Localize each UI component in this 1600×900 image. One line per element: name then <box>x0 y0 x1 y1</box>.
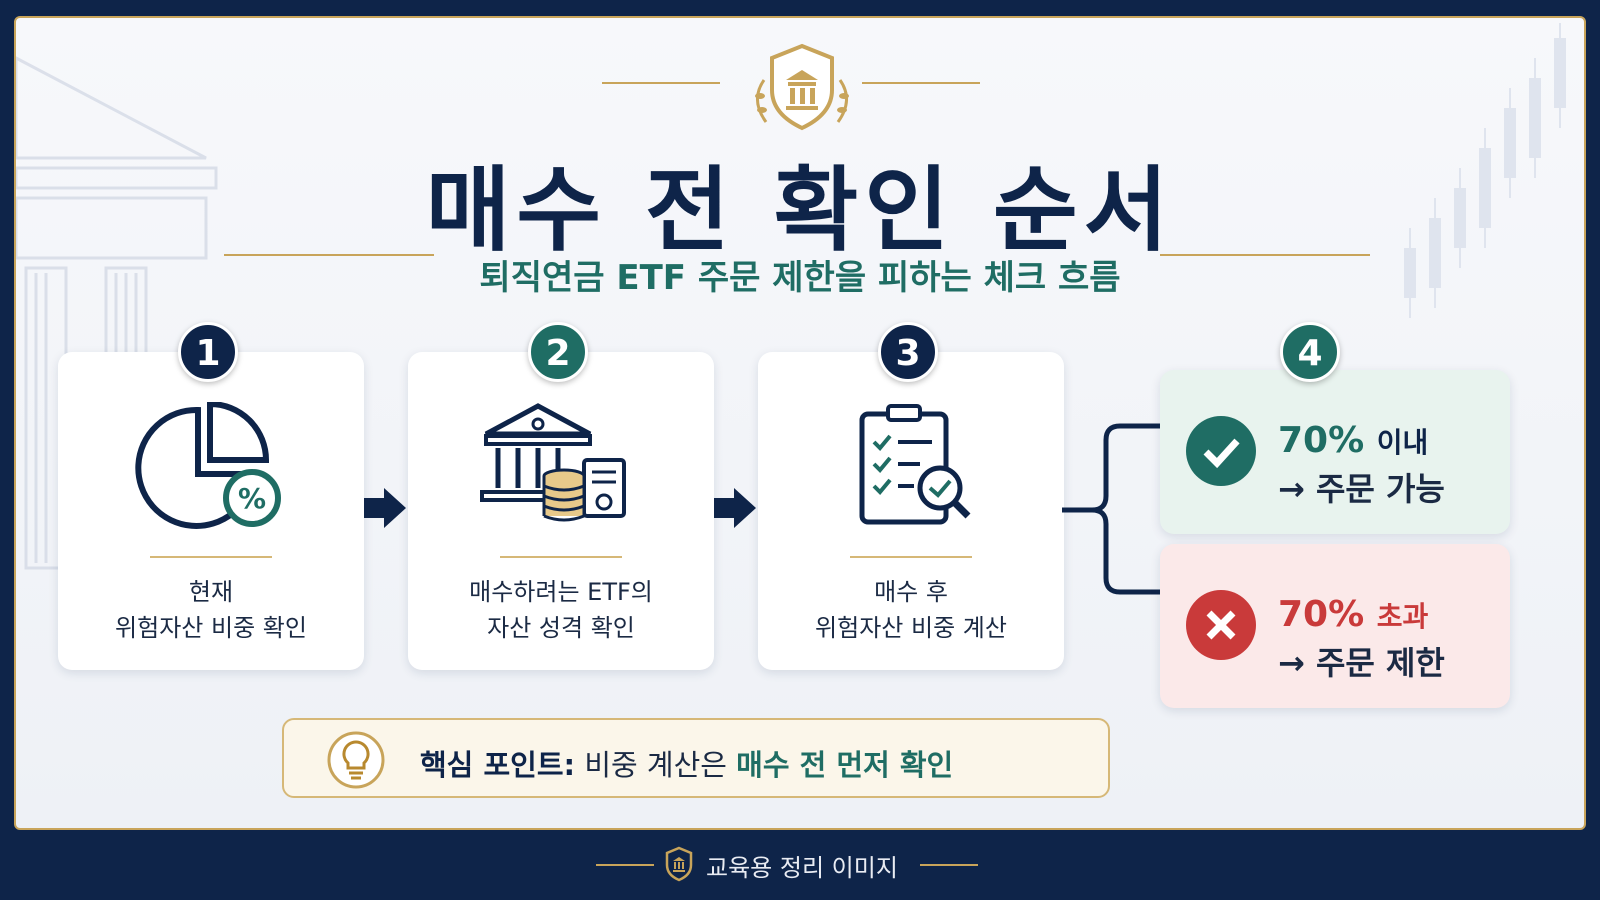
footer-text: 교육용 정리 이미지 <box>706 854 898 882</box>
step-1-label: 현재 위험자산 비중 확인 <box>58 574 364 646</box>
shield-bank-icon <box>665 846 693 882</box>
outcome-ok-percent: 70% <box>1278 420 1365 461</box>
title-deco-line-right <box>862 82 980 84</box>
outcome-no-percent: 70% <box>1278 594 1365 635</box>
card-separator <box>850 556 972 558</box>
step-2-label: 매수하려는 ETF의 자산 성격 확인 <box>408 574 714 646</box>
step-card-1: % 현재 위험자산 비중 확인 <box>58 352 364 670</box>
svg-text:%: % <box>238 482 266 515</box>
step-3-label: 매수 후 위험자산 비중 계산 <box>758 574 1064 646</box>
outcome-no-condition: 초과 <box>1376 600 1429 633</box>
step-4-badge: 4 <box>1280 322 1340 382</box>
outcome-ok-condition: 이내 <box>1376 426 1429 459</box>
step-3-line1: 매수 후 <box>874 578 948 606</box>
step-1-line2: 위험자산 비중 확인 <box>115 614 307 642</box>
page-title: 매수 전 확인 순서 <box>425 157 1175 264</box>
pie-chart-percent-icon: % <box>135 402 281 529</box>
footer: 교육용 정리 이미지 <box>0 832 1600 900</box>
step-2-line2: 자산 성격 확인 <box>487 614 635 642</box>
footer-deco-line-left <box>596 864 654 866</box>
page-subtitle: 퇴직연금 ETF 주문 제한을 피하는 체크 흐름 <box>479 258 1121 298</box>
step-1-line1: 현재 <box>188 578 234 606</box>
key-point-highlight: 매수 전 먼저 확인 <box>736 748 954 782</box>
outcome-no-result: → 주문 제한 <box>1278 644 1445 682</box>
outcome-no-card: 70% 초과 → 주문 제한 <box>1160 544 1510 708</box>
step-2-line1: 매수하려는 ETF의 <box>469 578 653 606</box>
step-1-badge: 1 <box>178 322 238 382</box>
card-separator <box>500 556 622 558</box>
subtitle-deco-line-right <box>1160 254 1370 256</box>
subtitle-deco-line-left <box>224 254 434 256</box>
card-separator <box>150 556 272 558</box>
step-card-3: 매수 후 위험자산 비중 계산 <box>758 352 1064 670</box>
key-point-label: 핵심 포인트: <box>420 748 576 782</box>
title-deco-line-left <box>602 82 720 84</box>
arrow-right-icon <box>364 488 406 528</box>
outcome-ok-card: 70% 이내 → 주문 가능 <box>1160 370 1510 534</box>
content-frame: 매수 전 확인 순서 퇴직연금 ETF 주문 제한을 피하는 체크 흐름 % 현… <box>14 16 1586 830</box>
key-point-body: 비중 계산은 <box>584 748 727 782</box>
outcome-ok-result: → 주문 가능 <box>1278 470 1445 508</box>
footer-deco-line-right <box>920 864 978 866</box>
checklist-magnifier-icon <box>859 404 971 525</box>
candlestick-background-icon <box>1404 23 1566 318</box>
outcome-no-title: 70% 초과 <box>1278 594 1428 635</box>
lightbulb-icon <box>327 731 385 789</box>
outcome-ok-title: 70% 이내 <box>1278 420 1428 461</box>
key-point-box: 핵심 포인트: 비중 계산은 매수 전 먼저 확인 <box>282 718 1110 798</box>
step-3-badge: 3 <box>878 322 938 382</box>
check-icon <box>1186 416 1256 486</box>
step-2-badge: 2 <box>528 322 588 382</box>
x-icon <box>1186 590 1256 660</box>
bank-coins-document-icon <box>480 403 626 522</box>
step-3-line2: 위험자산 비중 계산 <box>815 614 1007 642</box>
key-point-text: 핵심 포인트: 비중 계산은 매수 전 먼저 확인 <box>420 742 953 784</box>
step-card-2: 매수하려는 ETF의 자산 성격 확인 <box>408 352 714 670</box>
shield-bank-icon <box>755 43 849 131</box>
arrow-right-icon <box>714 488 756 528</box>
